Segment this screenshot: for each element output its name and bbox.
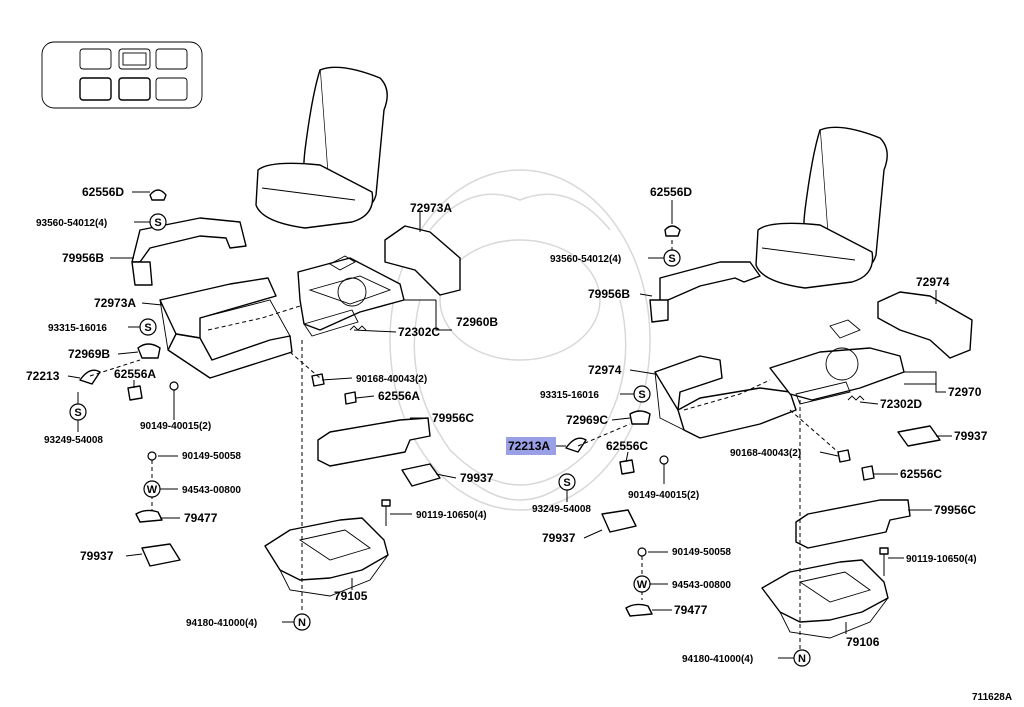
part-label[interactable]: 93560-54012(4): [36, 218, 107, 229]
svg-text:N: N: [798, 653, 806, 665]
svg-text:S: S: [668, 253, 675, 265]
part-label[interactable]: 79106: [846, 635, 880, 649]
part-label[interactable]: 90119-10650(4): [416, 510, 487, 521]
part-label[interactable]: 72969B: [68, 347, 110, 361]
part-label[interactable]: 90168-40043(2): [356, 374, 427, 385]
part-label[interactable]: 90168-40043(2): [730, 448, 801, 459]
diagram-id: 711628A: [972, 692, 1012, 703]
part-label[interactable]: 94180-41000(4): [682, 654, 753, 665]
part-label[interactable]: 72213: [26, 369, 60, 383]
part-label[interactable]: 79956C: [432, 411, 474, 425]
part-label[interactable]: 79956B: [588, 287, 630, 301]
svg-text:N: N: [298, 617, 306, 629]
part-label[interactable]: 62556D: [650, 185, 692, 199]
part-label[interactable]: 93249-54008: [44, 435, 103, 446]
part-label[interactable]: 90149-40015(2): [140, 421, 211, 432]
part-label[interactable]: 79937: [80, 549, 114, 563]
svg-text:W: W: [147, 484, 158, 496]
part-label[interactable]: 93249-54008: [532, 504, 591, 515]
part-label[interactable]: 79937: [542, 531, 576, 545]
part-label[interactable]: 79937: [954, 429, 988, 443]
part-label[interactable]: 72969C: [566, 413, 608, 427]
part-label[interactable]: 79956B: [62, 251, 104, 265]
part-label[interactable]: 79477: [184, 511, 218, 525]
part-label[interactable]: 79956C: [934, 503, 976, 517]
right-seat: [755, 126, 888, 289]
left-seat: [255, 66, 388, 229]
part-label[interactable]: 90149-40015(2): [628, 490, 699, 501]
part-label[interactable]: 72302C: [398, 325, 440, 339]
part-label[interactable]: 90149-50058: [672, 547, 731, 558]
part-label[interactable]: 72973A: [94, 296, 136, 310]
part-label[interactable]: 93315-16016: [48, 323, 107, 334]
part-label[interactable]: 94543-00800: [182, 485, 241, 496]
part-labels: 62556D 93560-54012(4) 79956B 72973A 7297…: [26, 185, 1012, 703]
part-label[interactable]: 62556A: [114, 367, 156, 381]
part-label[interactable]: 72302D: [880, 397, 922, 411]
seat-layout-icon: [41, 41, 203, 109]
svg-text:S: S: [563, 477, 570, 489]
selected-part-highlight: [506, 437, 556, 455]
svg-text:S: S: [144, 322, 151, 334]
part-label[interactable]: 72970: [948, 385, 982, 399]
part-label[interactable]: 72974: [916, 275, 950, 289]
watermark-emblem: [389, 169, 651, 511]
part-label[interactable]: 90149-50058: [182, 451, 241, 462]
part-label[interactable]: 94543-00800: [672, 580, 731, 591]
part-label[interactable]: 94180-41000(4): [186, 618, 257, 629]
part-label[interactable]: 72960B: [456, 315, 498, 329]
part-label[interactable]: 72974: [588, 363, 622, 377]
part-label[interactable]: 79937: [460, 471, 494, 485]
part-label[interactable]: 62556C: [606, 439, 648, 453]
part-label[interactable]: 93560-54012(4): [550, 254, 621, 265]
part-label[interactable]: 72213A: [508, 439, 550, 453]
part-label[interactable]: 62556D: [82, 185, 124, 199]
part-label[interactable]: 79477: [674, 603, 708, 617]
leader-lines: [67, 191, 952, 659]
part-label[interactable]: 90119-10650(4): [906, 554, 977, 565]
symbol-circles: S S S W N S S S W N: [69, 213, 811, 667]
part-label[interactable]: 93315-16016: [540, 390, 599, 401]
svg-text:S: S: [154, 217, 161, 229]
part-label[interactable]: 62556C: [900, 467, 942, 481]
svg-text:S: S: [638, 389, 645, 401]
part-label[interactable]: 72973A: [410, 201, 452, 215]
svg-text:W: W: [637, 579, 648, 591]
part-label[interactable]: 79105: [334, 589, 368, 603]
part-label[interactable]: 62556A: [378, 389, 420, 403]
svg-text:S: S: [74, 407, 81, 419]
